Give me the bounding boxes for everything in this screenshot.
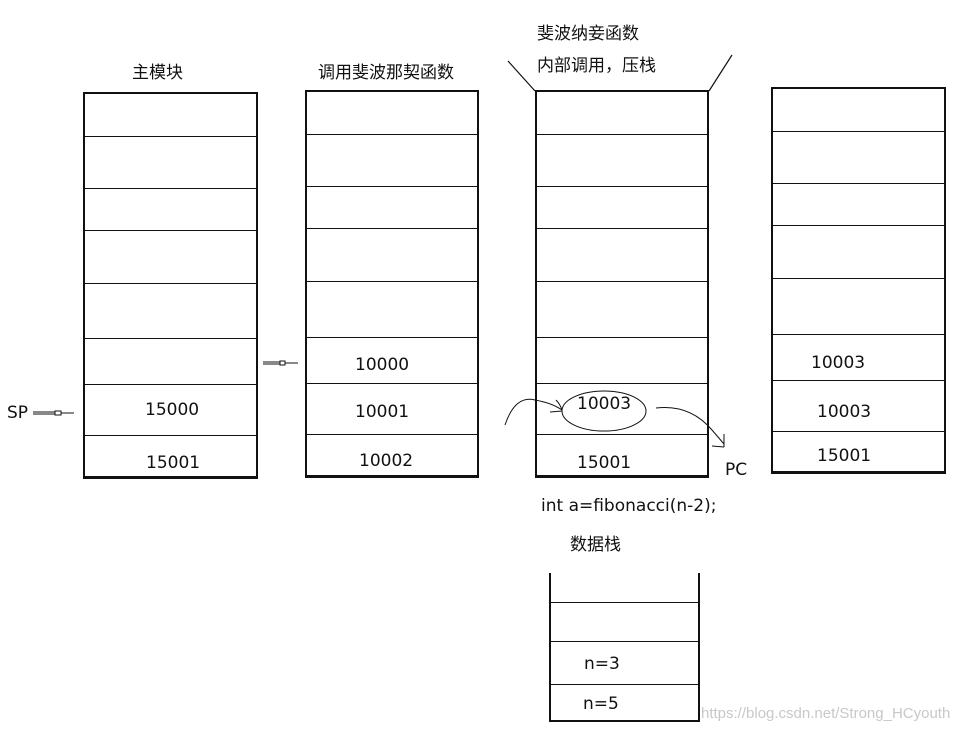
fib-inner-stack: 10003 15001 bbox=[535, 90, 709, 478]
highlighted-cell-value: 10003 bbox=[577, 394, 632, 414]
result-stack: 10003 10003 15001 bbox=[771, 87, 946, 474]
cell-value: 10003 bbox=[817, 402, 872, 422]
stack-cell bbox=[85, 230, 256, 283]
flare-left-line bbox=[507, 60, 536, 92]
cell-value: 15001 bbox=[146, 453, 201, 473]
stack-cell: 15000 bbox=[85, 384, 256, 435]
stack-cell: 15001 bbox=[537, 434, 707, 477]
stack-cell bbox=[85, 283, 256, 338]
stack-cell bbox=[85, 188, 256, 230]
stack-cell bbox=[537, 281, 707, 337]
flare-right-line bbox=[708, 54, 733, 92]
stack-cell bbox=[85, 338, 256, 384]
cell-value: n=5 bbox=[583, 694, 619, 714]
stack-cell: 10003 bbox=[773, 380, 944, 431]
cell-value: 10001 bbox=[355, 402, 410, 422]
stack-cell bbox=[537, 228, 707, 281]
stack-cell: 10003 bbox=[773, 334, 944, 380]
stack-cell bbox=[85, 136, 256, 188]
stack-cell bbox=[537, 337, 707, 383]
cell-value: 10000 bbox=[355, 355, 410, 375]
stack-cell bbox=[307, 281, 477, 337]
data-stack-title: 数据栈 bbox=[570, 535, 621, 555]
stack-cell bbox=[307, 228, 477, 281]
pc-arrow-icon bbox=[655, 406, 725, 448]
sp-label: SP bbox=[7, 403, 29, 423]
stack-cell: 10000 bbox=[307, 337, 477, 383]
push-arrow-icon bbox=[504, 398, 563, 426]
call-fib-title: 调用斐波那契函数 bbox=[318, 63, 454, 83]
sp-arrow-icon bbox=[33, 410, 74, 416]
watermark: https://blog.csdn.net/Strong_HCyouth bbox=[701, 705, 951, 722]
stack-cell bbox=[551, 602, 698, 641]
stack-cell bbox=[773, 131, 944, 183]
cell-value: 15001 bbox=[817, 446, 872, 466]
fib-inner-title-line2: 内部调用，压栈 bbox=[537, 56, 656, 76]
stack-cell: 10001 bbox=[307, 383, 477, 434]
stack-cell bbox=[537, 186, 707, 228]
cell-value: 10002 bbox=[359, 451, 414, 471]
stack-cell bbox=[773, 278, 944, 334]
stack-cell: n=3 bbox=[551, 641, 698, 684]
code-line: int a=fibonacci(n-2); bbox=[541, 496, 717, 516]
call-fib-stack: 10000 10001 10002 bbox=[305, 90, 479, 478]
cell-value: 10003 bbox=[811, 353, 866, 373]
stack-cell bbox=[773, 225, 944, 278]
cell-value: 15001 bbox=[577, 453, 632, 473]
stack-cell: 15001 bbox=[773, 431, 944, 473]
stack-cell bbox=[307, 186, 477, 228]
fib-inner-title-line1: 斐波纳妾函数 bbox=[537, 24, 639, 44]
pc-label: PC bbox=[725, 460, 748, 480]
stack-cell bbox=[537, 134, 707, 186]
data-stack: n=3 n=5 bbox=[549, 573, 700, 722]
stack-cell: n=5 bbox=[551, 684, 698, 720]
transition-arrow-icon bbox=[263, 360, 298, 366]
cell-value: n=3 bbox=[584, 654, 620, 674]
stack-cell bbox=[307, 134, 477, 186]
cell-value: 15000 bbox=[145, 400, 200, 420]
stack-cell bbox=[773, 183, 944, 225]
highlight-ellipse bbox=[561, 390, 647, 432]
stack-cell: 10003 bbox=[537, 383, 707, 434]
stack-cell: 15001 bbox=[85, 435, 256, 478]
stack-cell: 10002 bbox=[307, 434, 477, 477]
main-module-stack: 15000 15001 bbox=[83, 92, 258, 479]
main-module-title: 主模块 bbox=[132, 63, 183, 83]
